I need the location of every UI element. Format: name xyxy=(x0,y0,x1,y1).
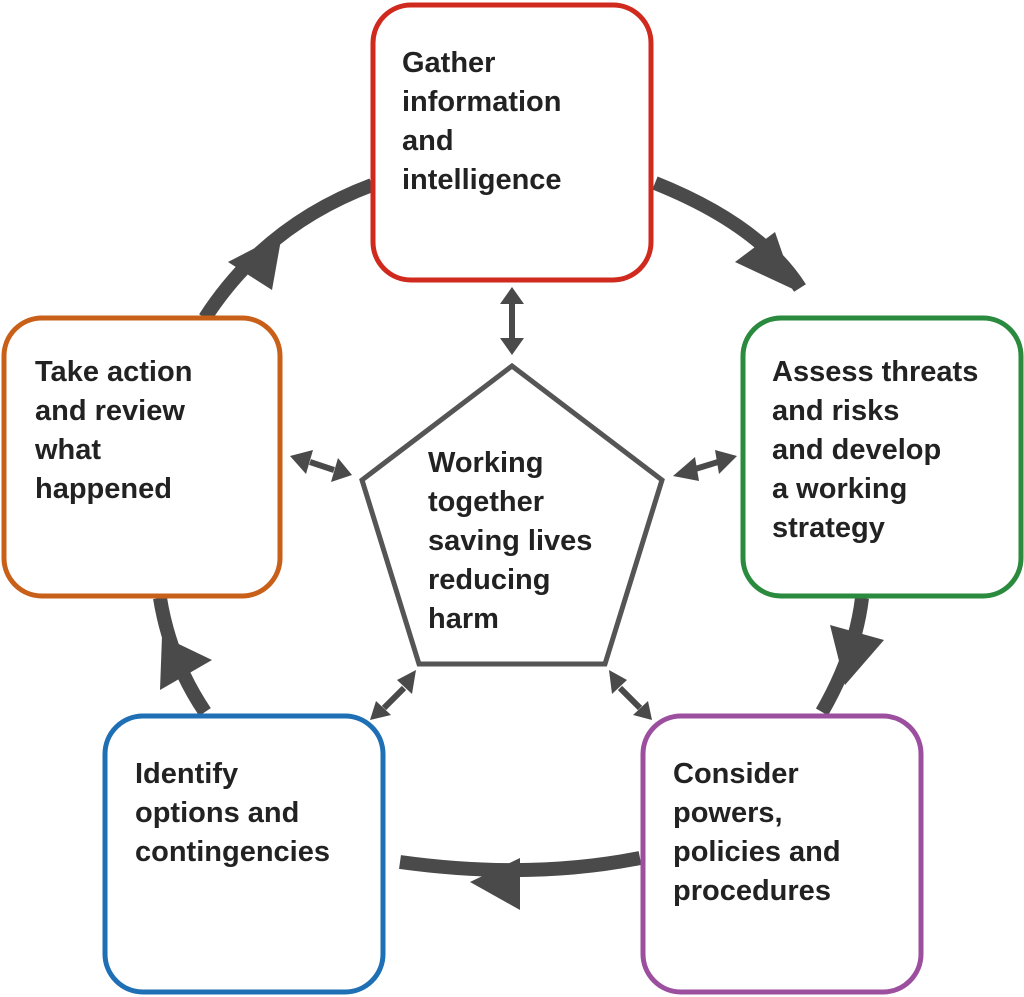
connector-options xyxy=(370,670,416,720)
step-box-gather xyxy=(370,2,654,283)
arrowhead-to-gather xyxy=(228,234,282,290)
connector-arrows xyxy=(290,287,737,720)
arrowhead-to-options xyxy=(470,858,520,910)
connector-action xyxy=(290,450,352,482)
step-text-powers: Consider powers, policies and procedures xyxy=(673,758,849,907)
connector-assess xyxy=(673,450,737,481)
cycle-arrowheads xyxy=(160,232,884,910)
arrowhead-to-assess xyxy=(735,232,795,290)
arrowhead-to-powers xyxy=(830,625,884,685)
step-text-assess: Assess threats and risks and develop a w… xyxy=(772,356,986,544)
center-pentagon xyxy=(359,362,665,667)
connector-powers xyxy=(609,670,652,720)
arc-action-to-gather xyxy=(199,178,375,322)
step-box-assess xyxy=(740,315,1024,599)
step-text-options: Identify options and contingencies xyxy=(135,758,330,868)
arrowhead-to-action xyxy=(160,636,212,690)
step-box-action xyxy=(1,315,283,599)
step-box-options xyxy=(102,713,386,995)
step-box-powers xyxy=(640,713,924,995)
connector-gather xyxy=(500,287,524,355)
step-text-gather: Gather information and intelligence xyxy=(402,47,570,196)
step-text-action: Take action and review what happened xyxy=(34,356,200,505)
center-text: Working together saving lives reducing h… xyxy=(428,447,601,635)
arc-powers-to-options xyxy=(399,851,642,878)
arc-gather-to-assess xyxy=(652,176,806,292)
